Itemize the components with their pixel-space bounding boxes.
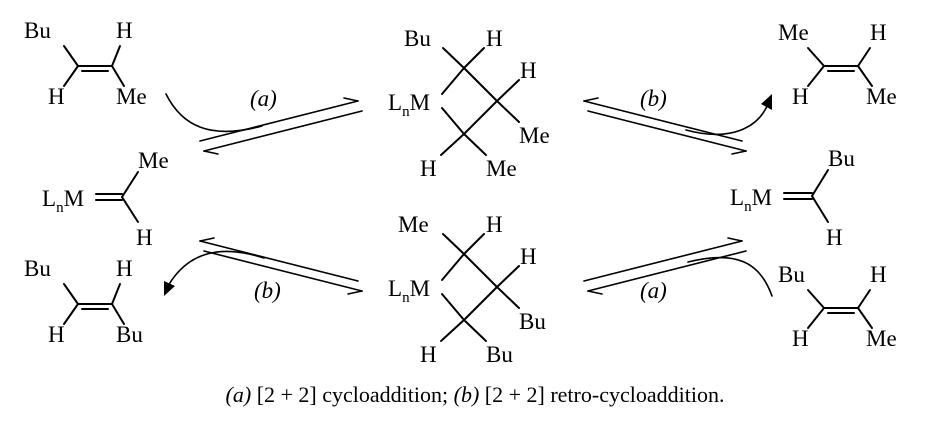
atom-label: Bu — [24, 18, 51, 43]
atom-label: H — [48, 84, 65, 109]
metallacycle-bottom: Me H H LnM Bu H Bu — [388, 212, 546, 367]
atom-label: Me — [866, 84, 897, 109]
atom-label: H — [116, 256, 133, 281]
scheme-caption: (a) [2 + 2] cycloaddition; (b) [2 + 2] r… — [0, 382, 950, 408]
atom-label: H — [870, 262, 887, 287]
atom-label: H — [870, 20, 887, 45]
step-label-b: (b) — [254, 278, 281, 303]
atom-label: Me — [116, 84, 147, 109]
step-label-a: (a) — [640, 278, 667, 303]
atom-label: H — [486, 26, 503, 51]
atom-label: H — [826, 225, 843, 250]
atom-label: H — [48, 322, 65, 347]
atom-label: H — [792, 84, 809, 109]
metal-label: LnM — [42, 186, 84, 216]
atom-label: Me — [398, 212, 429, 237]
equilibrium-arrow-top-left: (a) — [165, 86, 363, 155]
alkene-bu-bu-bottom-left: Bu H H Bu — [24, 256, 143, 347]
atom-label: H — [420, 342, 437, 367]
atom-label: Bu — [778, 262, 805, 287]
equilibrium-arrow-top-right: (b) — [583, 86, 772, 155]
atom-label: H — [116, 18, 133, 43]
atom-label: H — [486, 212, 503, 237]
atom-label: H — [420, 156, 437, 181]
step-label-a: (a) — [250, 86, 277, 111]
atom-label: Bu — [404, 26, 431, 51]
metathesis-scheme: Bu H H Me LnM Me H Bu H H Bu Bu H H — [24, 18, 897, 367]
atom-label: Me — [866, 326, 897, 351]
equilibrium-arrow-bottom-left: (b) — [164, 237, 363, 303]
atom-label: Bu — [519, 309, 546, 334]
metal-label: LnM — [730, 185, 772, 215]
atom-label: H — [792, 326, 809, 351]
atom-label: Bu — [828, 146, 855, 171]
alkene-bu-me-bottom-right: Bu H H Me — [778, 262, 897, 351]
alkene-me-me-top-right: Me H H Me — [778, 20, 897, 109]
caption-tag-b: (b) — [453, 382, 480, 407]
metallacycle-top: Bu H H LnM Me H Me — [388, 26, 550, 181]
metal-label: LnM — [388, 90, 430, 120]
caption-text-b: [2 + 2] retro-cycloaddition. — [479, 382, 725, 407]
metal-label: LnM — [388, 276, 430, 306]
atom-label: Me — [138, 148, 169, 173]
atom-label: H — [520, 58, 537, 83]
atom-label: H — [520, 244, 537, 269]
carbene-butylidene: LnM Bu H — [730, 146, 855, 250]
alkene-bu-me-top-left: Bu H H Me — [24, 18, 147, 109]
atom-label: H — [136, 225, 153, 250]
atom-label: Bu — [24, 256, 51, 281]
caption-tag-a: (a) — [225, 382, 252, 407]
step-label-b: (b) — [640, 86, 667, 111]
atom-label: Bu — [116, 322, 143, 347]
atom-label: Me — [778, 20, 809, 45]
atom-label: Me — [486, 156, 517, 181]
atom-label: Me — [519, 123, 550, 148]
atom-label: Bu — [486, 342, 513, 367]
caption-text-a: [2 + 2] cycloaddition; — [251, 382, 454, 407]
carbene-methylidene: LnM Me H — [42, 148, 169, 250]
equilibrium-arrow-bottom-right: (a) — [583, 237, 773, 303]
